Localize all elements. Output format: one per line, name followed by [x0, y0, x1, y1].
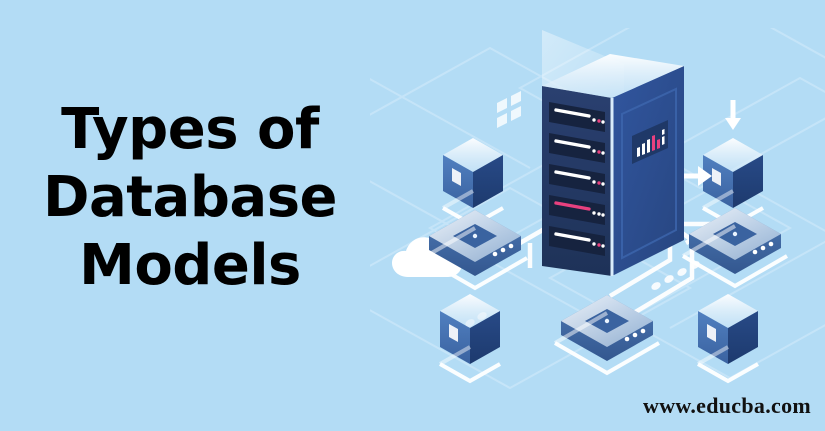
title-line-1: Types of — [61, 97, 319, 162]
page-title: Types of Database Models — [0, 96, 380, 300]
bar-chart-display — [632, 120, 668, 164]
title-line-3: Models — [79, 233, 301, 298]
site-watermark: www.educba.com — [643, 393, 811, 418]
server-rack — [542, 54, 684, 276]
cube-left-bottom — [439, 294, 501, 384]
server-slot — [549, 102, 605, 132]
server-slot — [549, 226, 605, 256]
four-square-glyph — [497, 91, 521, 128]
server-slot — [549, 133, 605, 163]
disk-unit-right — [681, 206, 789, 288]
isometric-database-illustration — [370, 28, 825, 393]
arrow-down-icon — [725, 100, 741, 130]
cube-right-bottom — [697, 294, 759, 384]
server-slot — [549, 164, 605, 194]
server-slot-active — [549, 195, 605, 225]
title-line-2: Database — [42, 165, 338, 230]
